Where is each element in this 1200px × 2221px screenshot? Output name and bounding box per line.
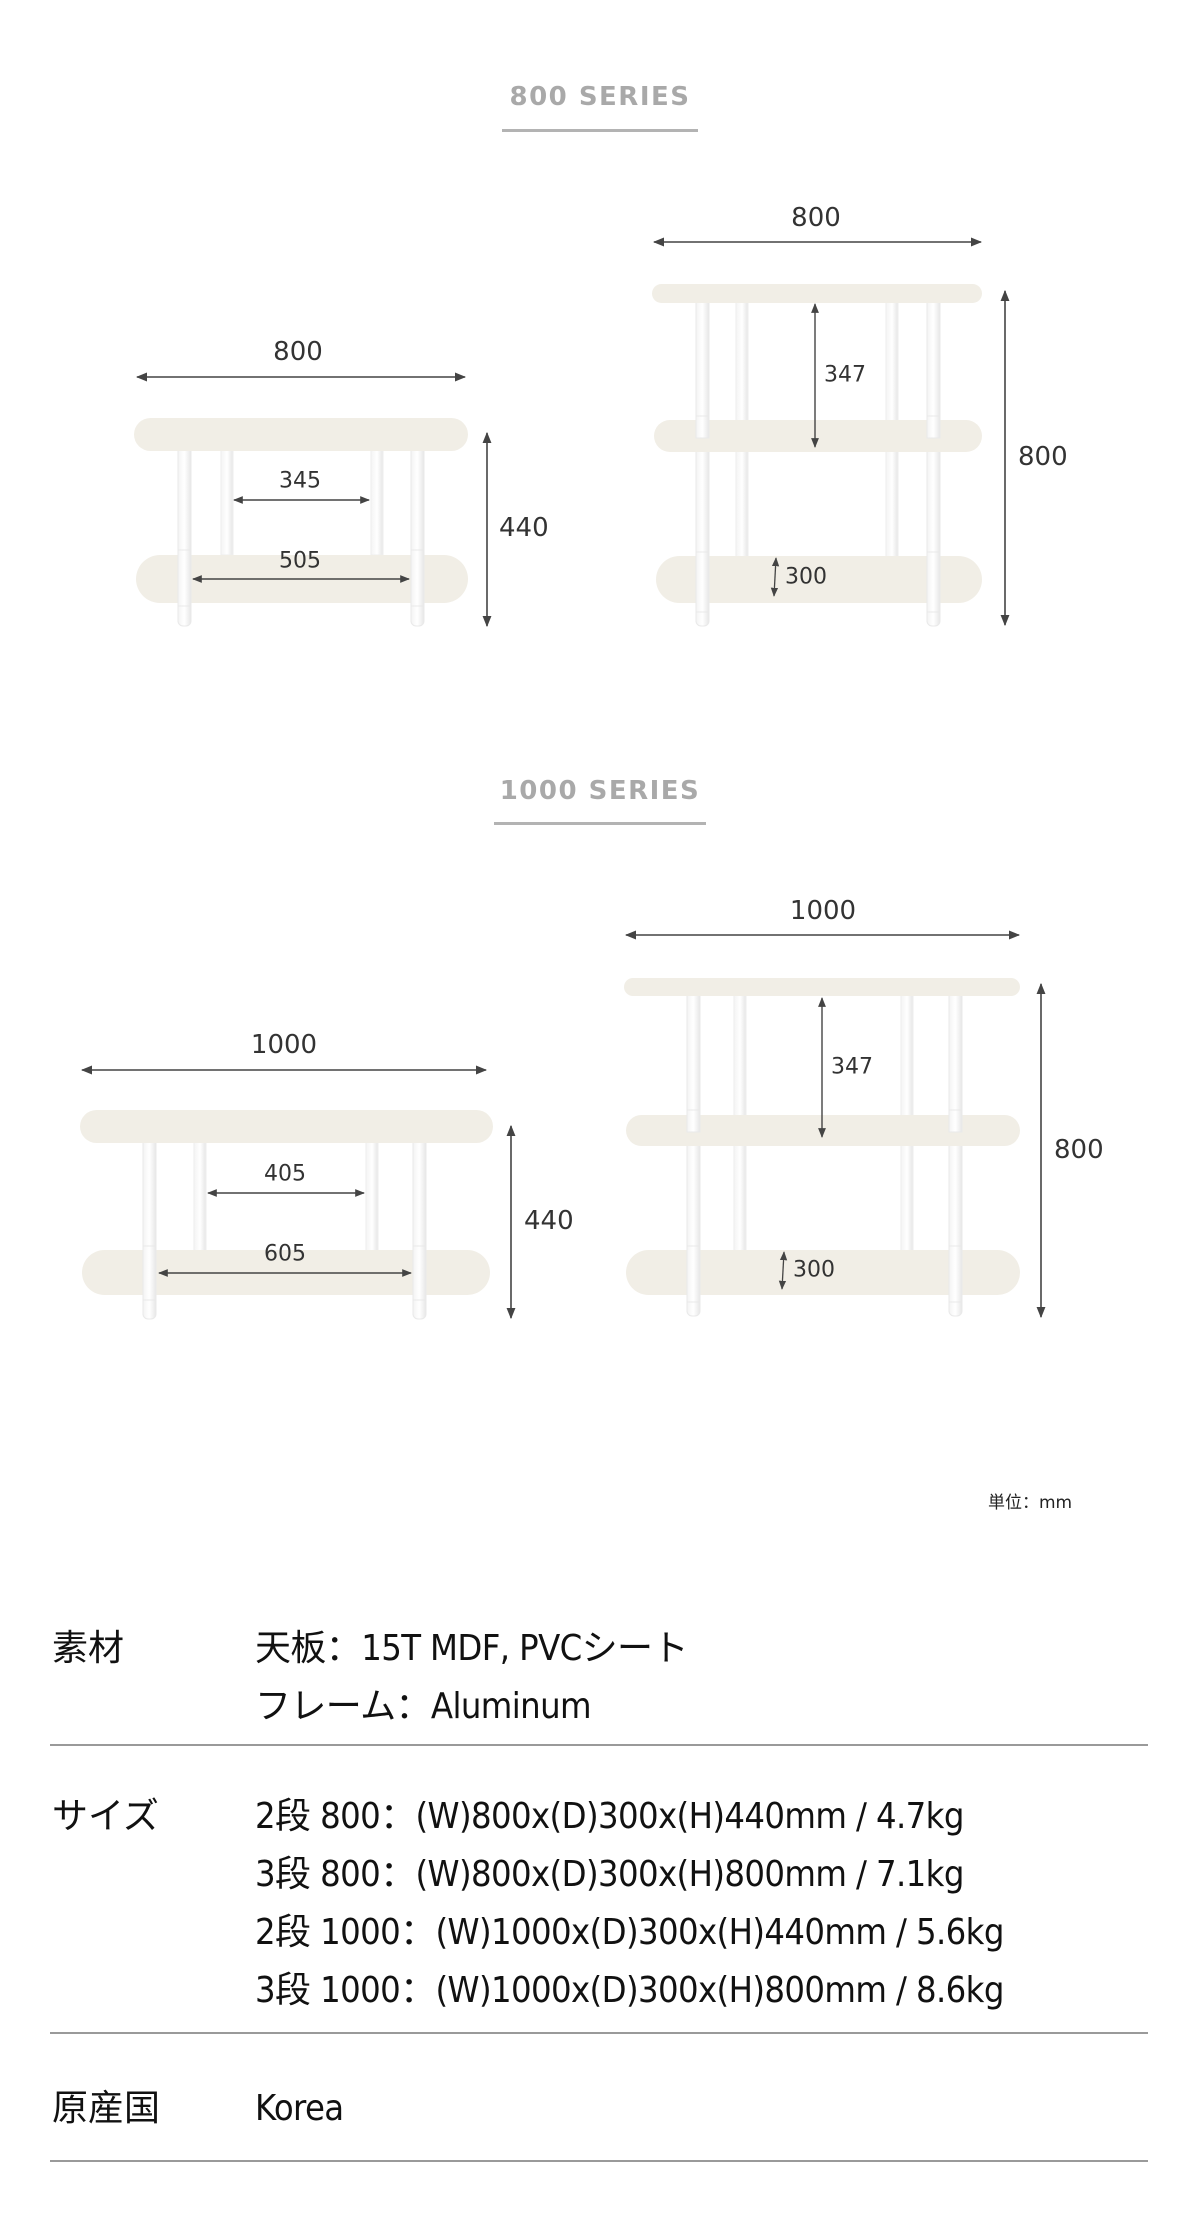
spec-label-material: 素材 <box>52 1628 125 1669</box>
inner-top-label-2tier-800: 345 <box>279 468 321 494</box>
shelf-drawing-800 <box>134 237 1010 628</box>
height-label-3tier-800: 800 <box>1018 442 1068 472</box>
height-label-3tier-1000: 800 <box>1054 1135 1104 1165</box>
width-label-2tier-1000: 1000 <box>250 1030 318 1060</box>
size-line: 2段 1000：(W)1000x(D)300x(H)440mm / 5.6kg <box>255 1912 1004 1953</box>
height-label-2tier-1000: 440 <box>524 1206 574 1236</box>
unit-note: 単位：mm <box>988 1493 1073 1513</box>
shelf-gap-label-3tier-800: 347 <box>824 362 866 388</box>
inner-bottom-label-2tier-1000: 605 <box>264 1241 306 1267</box>
diagram-800-series: 800 345 505 440 800 347 300 800 <box>0 0 1200 700</box>
height-label-2tier-800: 440 <box>499 513 549 543</box>
shelf-drawing-1000 <box>80 930 1046 1320</box>
width-label-2tier-800: 800 <box>273 337 323 367</box>
origin-line: Korea <box>255 2088 344 2129</box>
shelf-3tier-1000 <box>624 930 1046 1319</box>
series-title-800: 800 SERIES <box>509 82 691 112</box>
size-line: 2段 800：(W)800x(D)300x(H)440mm / 4.7kg <box>255 1796 964 1837</box>
bottom-clearance-label-3tier-800: 300 <box>785 564 827 590</box>
material-line: フレーム：Aluminum <box>255 1686 592 1727</box>
spec-values-material: 天板：15T MDF, PVCシート フレーム：Aluminum <box>255 1620 688 1736</box>
spec-values-origin: Korea <box>255 2080 344 2138</box>
spec-divider <box>50 2160 1148 2162</box>
spec-divider <box>50 2032 1148 2034</box>
inner-bottom-label-2tier-800: 505 <box>279 548 321 574</box>
spec-divider <box>50 1744 1148 1746</box>
size-line: 3段 800：(W)800x(D)300x(H)800mm / 7.1kg <box>255 1854 964 1895</box>
shelf-2tier-1000 <box>80 1065 516 1320</box>
material-line: 天板：15T MDF, PVCシート <box>255 1628 688 1669</box>
series-title-1000: 1000 SERIES <box>499 776 701 806</box>
diagram-1000-series: 1000 405 605 440 1000 347 300 800 <box>80 896 1104 1320</box>
shelf-2tier-800 <box>134 372 492 628</box>
spec-label-size: サイズ <box>52 1796 159 1837</box>
spec-label-origin: 原産国 <box>52 2088 161 2129</box>
width-label-3tier-800: 800 <box>791 203 841 233</box>
inner-top-label-2tier-1000: 405 <box>264 1161 306 1187</box>
width-label-3tier-1000: 1000 <box>789 896 857 926</box>
bottom-clearance-label-3tier-1000: 300 <box>793 1257 835 1283</box>
shelf-gap-label-3tier-1000: 347 <box>831 1054 873 1080</box>
spec-values-size: 2段 800：(W)800x(D)300x(H)440mm / 4.7kg 3段… <box>255 1788 1004 2020</box>
series-underline-1000 <box>494 822 706 825</box>
series-underline-800 <box>502 129 698 132</box>
size-line: 3段 1000：(W)1000x(D)300x(H)800mm / 8.6kg <box>255 1970 1004 2011</box>
shelf-3tier-800 <box>652 237 1010 627</box>
